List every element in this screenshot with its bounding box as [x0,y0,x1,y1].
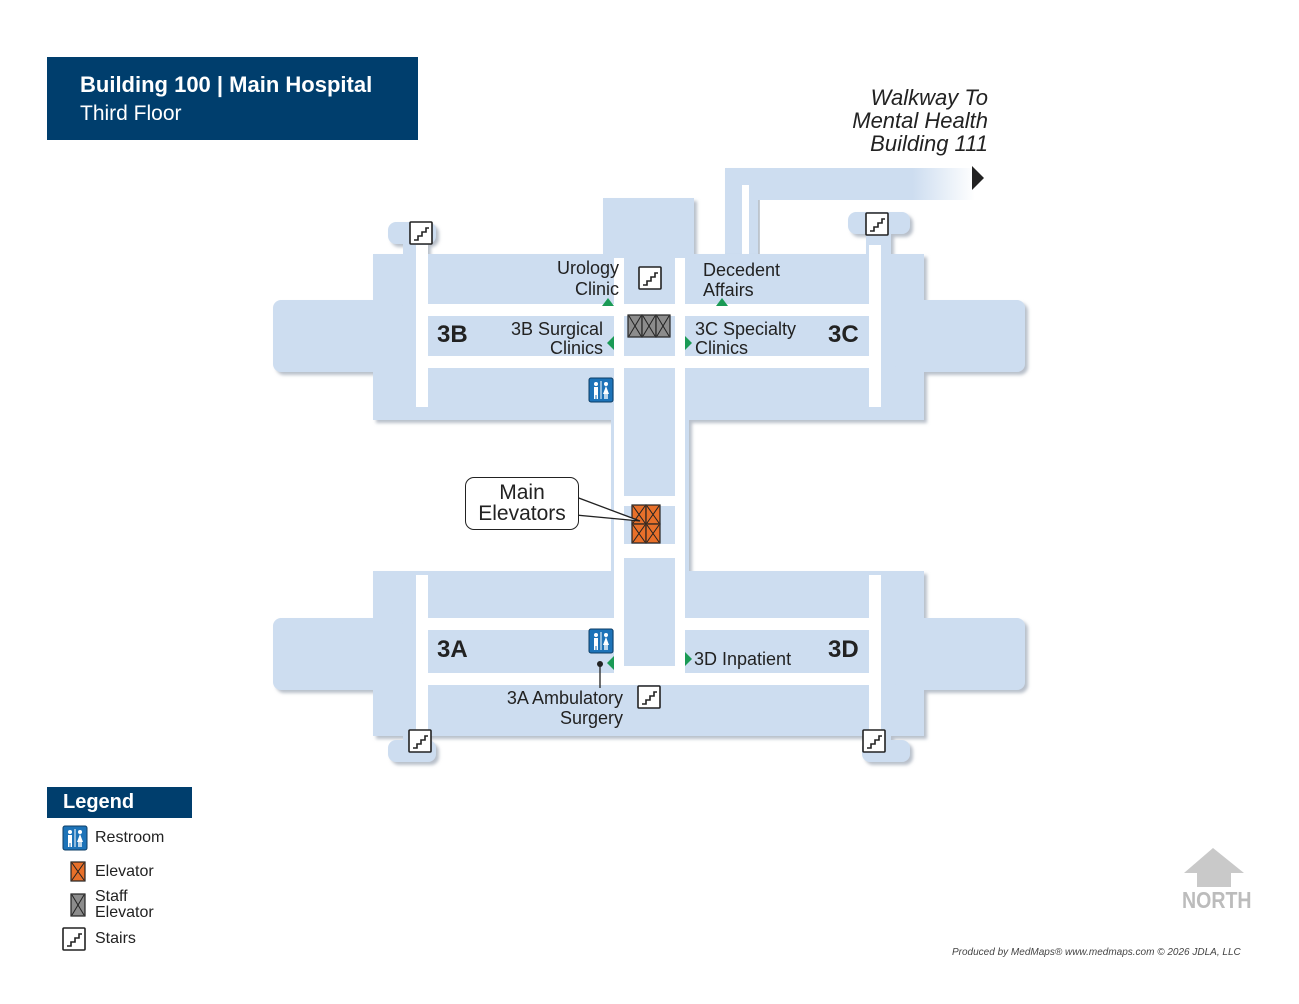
specialty-clinics-3c-label: 3C Specialty Clinics [695,319,797,358]
north-label: NORTH [1182,887,1252,913]
stairs-icon [409,221,433,245]
surgical-clinics-3b-label: 3B Surgical Clinics [510,319,603,358]
stairs-icon [865,212,889,236]
zone-3d: 3D [828,636,859,663]
zone-3b: 3B [437,321,468,348]
elevator-icon [631,523,647,544]
urology-clinic-label: Urology Clinic [556,258,619,299]
direction-arrow-icon [602,298,614,306]
walkway-arrow-icon [972,166,984,190]
stairs-icon [408,729,432,753]
staff-elevator-group [627,314,671,338]
stairs-icon [862,729,886,753]
restroom-icon [588,377,614,403]
walkway-label: Walkway To Mental Health Building 111 [852,85,988,156]
staff-elevator-icon [627,314,643,338]
credit-text: Produced by MedMaps® www.medmaps.com © 2… [952,947,1241,958]
building-title: Building 100 | Main Hospital [80,72,373,97]
ambulatory-pointer [597,661,603,688]
title-banner: Building 100 | Main Hospital Third Floor [47,57,418,140]
staff-elevator-icon [655,314,671,338]
zone-3a: 3A [437,636,468,663]
ambulatory-surgery-3a-label: 3A Ambulatory Surgery [506,688,623,728]
direction-arrow-icon [685,336,692,350]
stairs-icon [638,266,662,290]
restroom-icon [62,825,88,851]
direction-arrow-icon [716,298,728,306]
legend-stairs-label: Stairs [95,930,136,947]
staff-elevator-icon [641,314,657,338]
corridors [416,245,881,730]
zone-3c: 3C [828,321,859,348]
legend-elevator-label: Elevator [95,863,154,880]
legend-title: Legend [47,787,192,818]
stairs-icon [637,685,661,709]
direction-arrow-icon [607,656,614,670]
direction-arrow-icon [607,336,614,350]
walkway-corridor [725,166,984,280]
elevator-icon [645,523,661,544]
legend-staff-elevator-label: Staff Elevator [95,888,154,921]
restroom-icon [588,628,614,654]
elevator-icon [645,504,661,525]
stairs-icon [62,927,86,951]
staff-elevator-icon [70,893,86,917]
floor-title: Third Floor [80,102,182,125]
inpatient-3d-label: 3D Inpatient [694,649,792,669]
direction-arrow-icon [685,652,692,666]
decedent-affairs-label: Decedent Affairs [703,260,781,300]
main-elevator-group [631,504,661,544]
legend-restroom-label: Restroom [95,829,165,846]
direction-arrows [602,298,728,670]
north-arrow-icon [1184,848,1244,887]
main-elevators-callout: Main Elevators [465,477,579,530]
elevator-icon [70,861,86,882]
